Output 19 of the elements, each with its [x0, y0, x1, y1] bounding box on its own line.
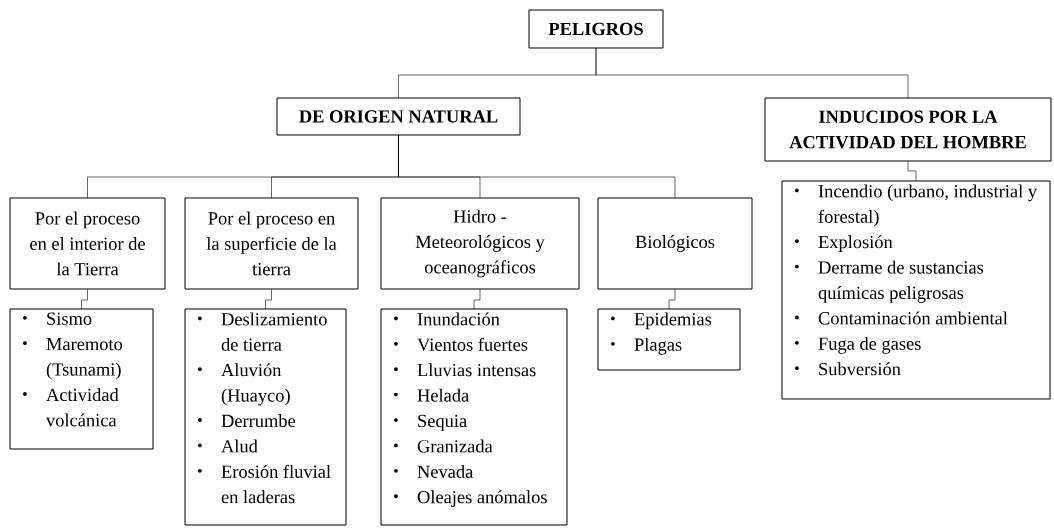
category-box: Biológicos: [597, 197, 753, 290]
list-box: Inundación Vientos fuertes Lluvias intensas Helada Sequia Granizada Nevada Oleajes anómalos: [380, 308, 568, 526]
connector-line: [668, 288, 676, 310]
connector-line: [398, 134, 676, 199]
list-box: Sismo Maremoto (Tsunami) Actividad volcánica: [9, 308, 154, 450]
list-box: Epidemias Plagas: [597, 308, 741, 371]
connector-line: [81, 288, 88, 310]
heading-box: PELIGROS: [528, 9, 664, 49]
category-box: Por el proceso en el interior de la Tierra: [9, 197, 166, 290]
heading-box: INDUCIDOS POR LA ACTIVIDAD DEL HOMBRE: [764, 97, 1052, 162]
connector-line: [907, 160, 917, 182]
category-box: Por el proceso en la superficie de la tierra: [184, 197, 359, 290]
category-box: Hidro - Meteorológicos y oceanográficos: [380, 197, 580, 290]
list-box: Deslizamiento de tierra Aluvión (Huayco) Derrumbe Alud Erosión fluvial en laderas: [184, 308, 347, 526]
connector-line: [595, 47, 909, 99]
heading-box: DE ORIGEN NATURAL: [276, 97, 521, 136]
connector-line: [265, 288, 272, 310]
list-box: Incendio (urbano, industrial y forestal) Explosión Derrame de sustancias químicas peligrosas Contaminación ambiental Fuga de gases Subversión: [781, 180, 1051, 400]
connector-line: [473, 288, 481, 310]
